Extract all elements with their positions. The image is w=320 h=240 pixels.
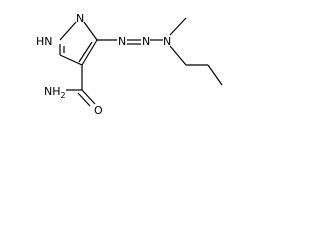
ring-n-label: N	[76, 12, 84, 25]
bond-namine-propyl-1	[169, 45, 187, 66]
azo-n1-label: N	[118, 35, 126, 48]
amine-n-label: N	[163, 35, 171, 48]
amide-nh2-label: NH2	[44, 85, 66, 100]
bond-n1-n2	[59, 21, 77, 41]
triazene-chain	[97, 39, 163, 45]
n-substituents	[169, 17, 223, 86]
bond-n2-c3	[83, 21, 98, 41]
bond-carbonyl-o-double	[77, 92, 91, 107]
pyrazole-ring	[59, 21, 98, 66]
bond-c4-c5	[59, 54, 83, 66]
ring-nh-label: HN	[36, 35, 53, 48]
amide-o-label: O	[94, 104, 103, 117]
bond-c3-c4-double	[78, 41, 93, 63]
bond-propyl-3	[207, 64, 223, 86]
bond-carbonyl-o	[81, 89, 96, 105]
azo-n2-label: N	[142, 35, 150, 48]
bond-namine-methyl	[169, 17, 187, 36]
amide-h2-subscript: 2	[61, 91, 66, 100]
carboxamide-group	[66, 65, 96, 107]
bond-c3-c4	[81, 39, 98, 66]
chemical-structure-diagram: HN N N N N O NH2	[36, 12, 223, 117]
amide-nh-text: NH	[44, 85, 61, 98]
